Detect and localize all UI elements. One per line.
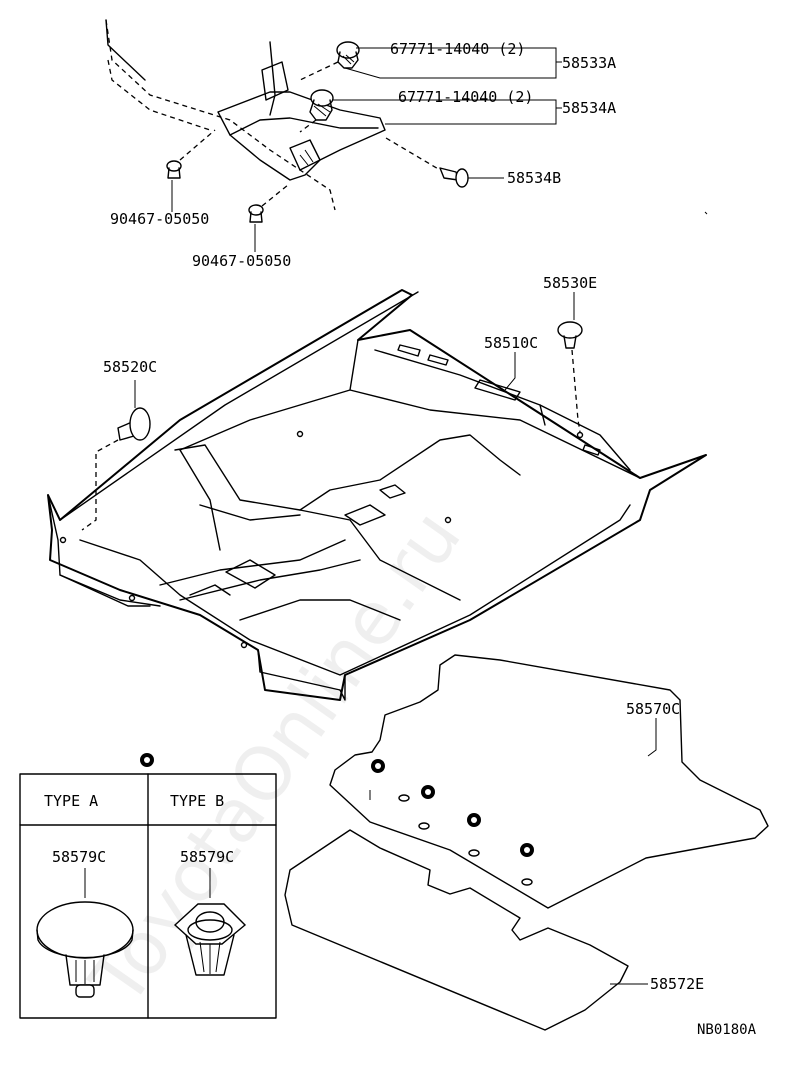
clip-upper-part-number: 67771-14040	[390, 40, 489, 58]
floor-carpet: 58520C 58530E 58510C	[47, 274, 707, 701]
clip-lower-part-number: 67771-14040	[398, 88, 497, 106]
rear-mat-part-number: 58572E	[650, 975, 704, 993]
top-assembly: 67771-14040 (2) 58533A 67771-14040 (2) 5…	[105, 19, 708, 270]
mat-fastener-icon	[418, 785, 435, 830]
diagram-code: NB0180A	[697, 1022, 757, 1038]
svg-text:67771-14040 (2): 67771-14040 (2)	[398, 88, 533, 106]
carpet-part-number: 58510C	[484, 334, 538, 352]
grommet-right-part-number: 90467-05050	[192, 252, 291, 270]
type-b-part-number: 58579C	[180, 848, 234, 866]
plug-right-part-number: 58530E	[543, 274, 597, 292]
plug-left-icon	[117, 407, 151, 441]
floor-mats: 58570C 58572E	[140, 654, 769, 1031]
plug-left-part-number: 58520C	[103, 358, 157, 376]
clip-upper-qty: (2)	[498, 40, 525, 58]
grommet-left-icon	[166, 160, 182, 179]
rear-mat-outline	[284, 829, 629, 1031]
clip-lower-qty: (2)	[506, 88, 533, 106]
type-b-header: TYPE B	[170, 792, 224, 810]
grommet-right-icon	[248, 204, 264, 223]
mat-fastener-icon	[520, 843, 534, 886]
fastener-types-table: TYPE A TYPE B 58579C 58579C	[19, 773, 277, 1019]
clip-lower-icon	[309, 89, 334, 121]
screw-icon	[439, 167, 469, 188]
clip-upper-icon	[336, 41, 360, 69]
cover-b-part-number: 58534A	[562, 99, 616, 117]
type-b-clip-icon	[173, 903, 247, 976]
type-a-header: TYPE A	[44, 792, 98, 810]
type-a-clip-icon	[36, 901, 134, 998]
mat-fastener-icon	[467, 813, 481, 857]
mat-fastener-icon	[371, 759, 410, 802]
grommet-left-part-number: 90467-05050	[110, 210, 209, 228]
front-mat-outline	[329, 654, 769, 909]
type-a-part-number: 58579C	[52, 848, 106, 866]
mat-fastener-icon	[140, 753, 154, 767]
screw-part-number: 58534B	[507, 169, 561, 187]
plug-right-icon	[557, 321, 583, 349]
cover-a-part-number: 58533A	[562, 54, 616, 72]
svg-text:67771-14040 (2): 67771-14040 (2)	[390, 40, 525, 58]
front-mat-part-number: 58570C	[626, 700, 680, 718]
